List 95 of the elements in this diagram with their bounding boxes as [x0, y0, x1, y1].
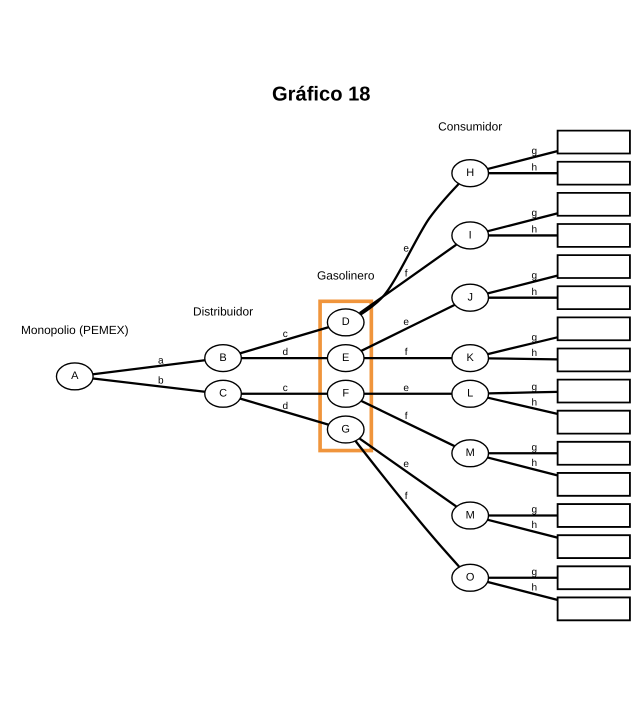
connector [488, 172, 558, 174]
cluster [318, 300, 374, 452]
edge-label: f [404, 490, 408, 502]
edge-label: f [404, 411, 408, 422]
connector [360, 400, 455, 448]
connector [488, 357, 558, 361]
edge-label: c [282, 382, 288, 394]
edge-label: h [531, 348, 538, 360]
connector [92, 359, 205, 376]
edge-label: h [531, 458, 538, 469]
edge-label: g [531, 566, 538, 578]
edge-label: h [531, 582, 538, 594]
node-ellipse: L [451, 380, 490, 408]
diagram-title: Gráfico 18 [272, 84, 370, 106]
connector [488, 580, 558, 601]
edge-label: a [158, 355, 164, 366]
edge-label: h [531, 398, 538, 409]
node-ellipse: C [204, 380, 242, 408]
connector [240, 326, 329, 354]
edge-label: g [531, 442, 538, 454]
node-box [556, 160, 631, 186]
connector [359, 438, 457, 508]
node-box [556, 534, 631, 559]
edge-label: d [282, 347, 288, 358]
connector [488, 396, 558, 416]
node-box [556, 316, 631, 342]
edge-label: g [531, 208, 538, 220]
connector [488, 518, 558, 539]
node-box [556, 503, 631, 528]
node-ellipse: D [326, 308, 365, 337]
node-ellipse: F [326, 380, 365, 408]
connector [360, 304, 455, 352]
node-box [556, 192, 631, 217]
edge-label: b [158, 376, 164, 387]
edge-label: h [531, 162, 538, 174]
edge-label: f [404, 347, 408, 358]
node-box [556, 348, 631, 372]
node-box [556, 285, 631, 310]
connector [488, 212, 558, 232]
edge-label: e [403, 244, 409, 255]
edge-label: h [531, 224, 538, 236]
node-ellipse: G [326, 415, 365, 444]
edge-label: d [282, 401, 288, 412]
label: Gasolinero [316, 268, 374, 283]
node-ellipse: M [451, 501, 490, 530]
edge-label: e [403, 382, 409, 394]
node-ellipse: K [451, 344, 490, 372]
connector [488, 150, 558, 170]
connector [488, 456, 558, 476]
connector [242, 356, 328, 360]
node-ellipse: A [56, 362, 94, 391]
connector [488, 390, 558, 395]
node-box [556, 130, 631, 154]
edge-label: h [531, 520, 538, 532]
edge-label: h [531, 286, 538, 298]
node-box [556, 378, 631, 404]
connector [359, 244, 457, 314]
node-box [556, 565, 631, 590]
node-box [556, 440, 631, 466]
node-box [556, 596, 631, 622]
node-ellipse: B [204, 344, 242, 372]
connector [488, 296, 558, 299]
edge-label: c [282, 328, 288, 340]
node-ellipse: J [451, 284, 490, 312]
label: Consumidor [438, 120, 502, 134]
node-box [556, 472, 631, 497]
node-ellipse: E [326, 344, 365, 372]
edge-label: e [403, 458, 409, 470]
connector [242, 392, 328, 395]
node-ellipse: H [451, 159, 490, 188]
edge-label: g [531, 270, 538, 282]
node-ellipse: I [451, 221, 490, 250]
edge-label: g [531, 146, 538, 157]
connector [364, 392, 452, 395]
connector [92, 377, 205, 393]
connector [488, 234, 558, 237]
connector [364, 356, 452, 360]
edge-label: f [404, 268, 408, 280]
connector [354, 440, 460, 568]
label: Monopolio (PEMEX) [20, 322, 129, 337]
edge-label: e [403, 316, 409, 328]
connector [488, 576, 558, 579]
node-box [556, 223, 631, 248]
connector [240, 398, 329, 426]
connector [488, 274, 558, 295]
node-box [556, 410, 631, 435]
connector [360, 183, 460, 316]
connector [488, 514, 558, 517]
label: Distribuidor [193, 304, 254, 318]
node-ellipse: M [451, 439, 490, 468]
connector [488, 336, 558, 356]
node-box [556, 254, 631, 279]
edge-label: g [531, 504, 538, 516]
node-ellipse: O [451, 564, 490, 592]
connector [488, 452, 558, 454]
